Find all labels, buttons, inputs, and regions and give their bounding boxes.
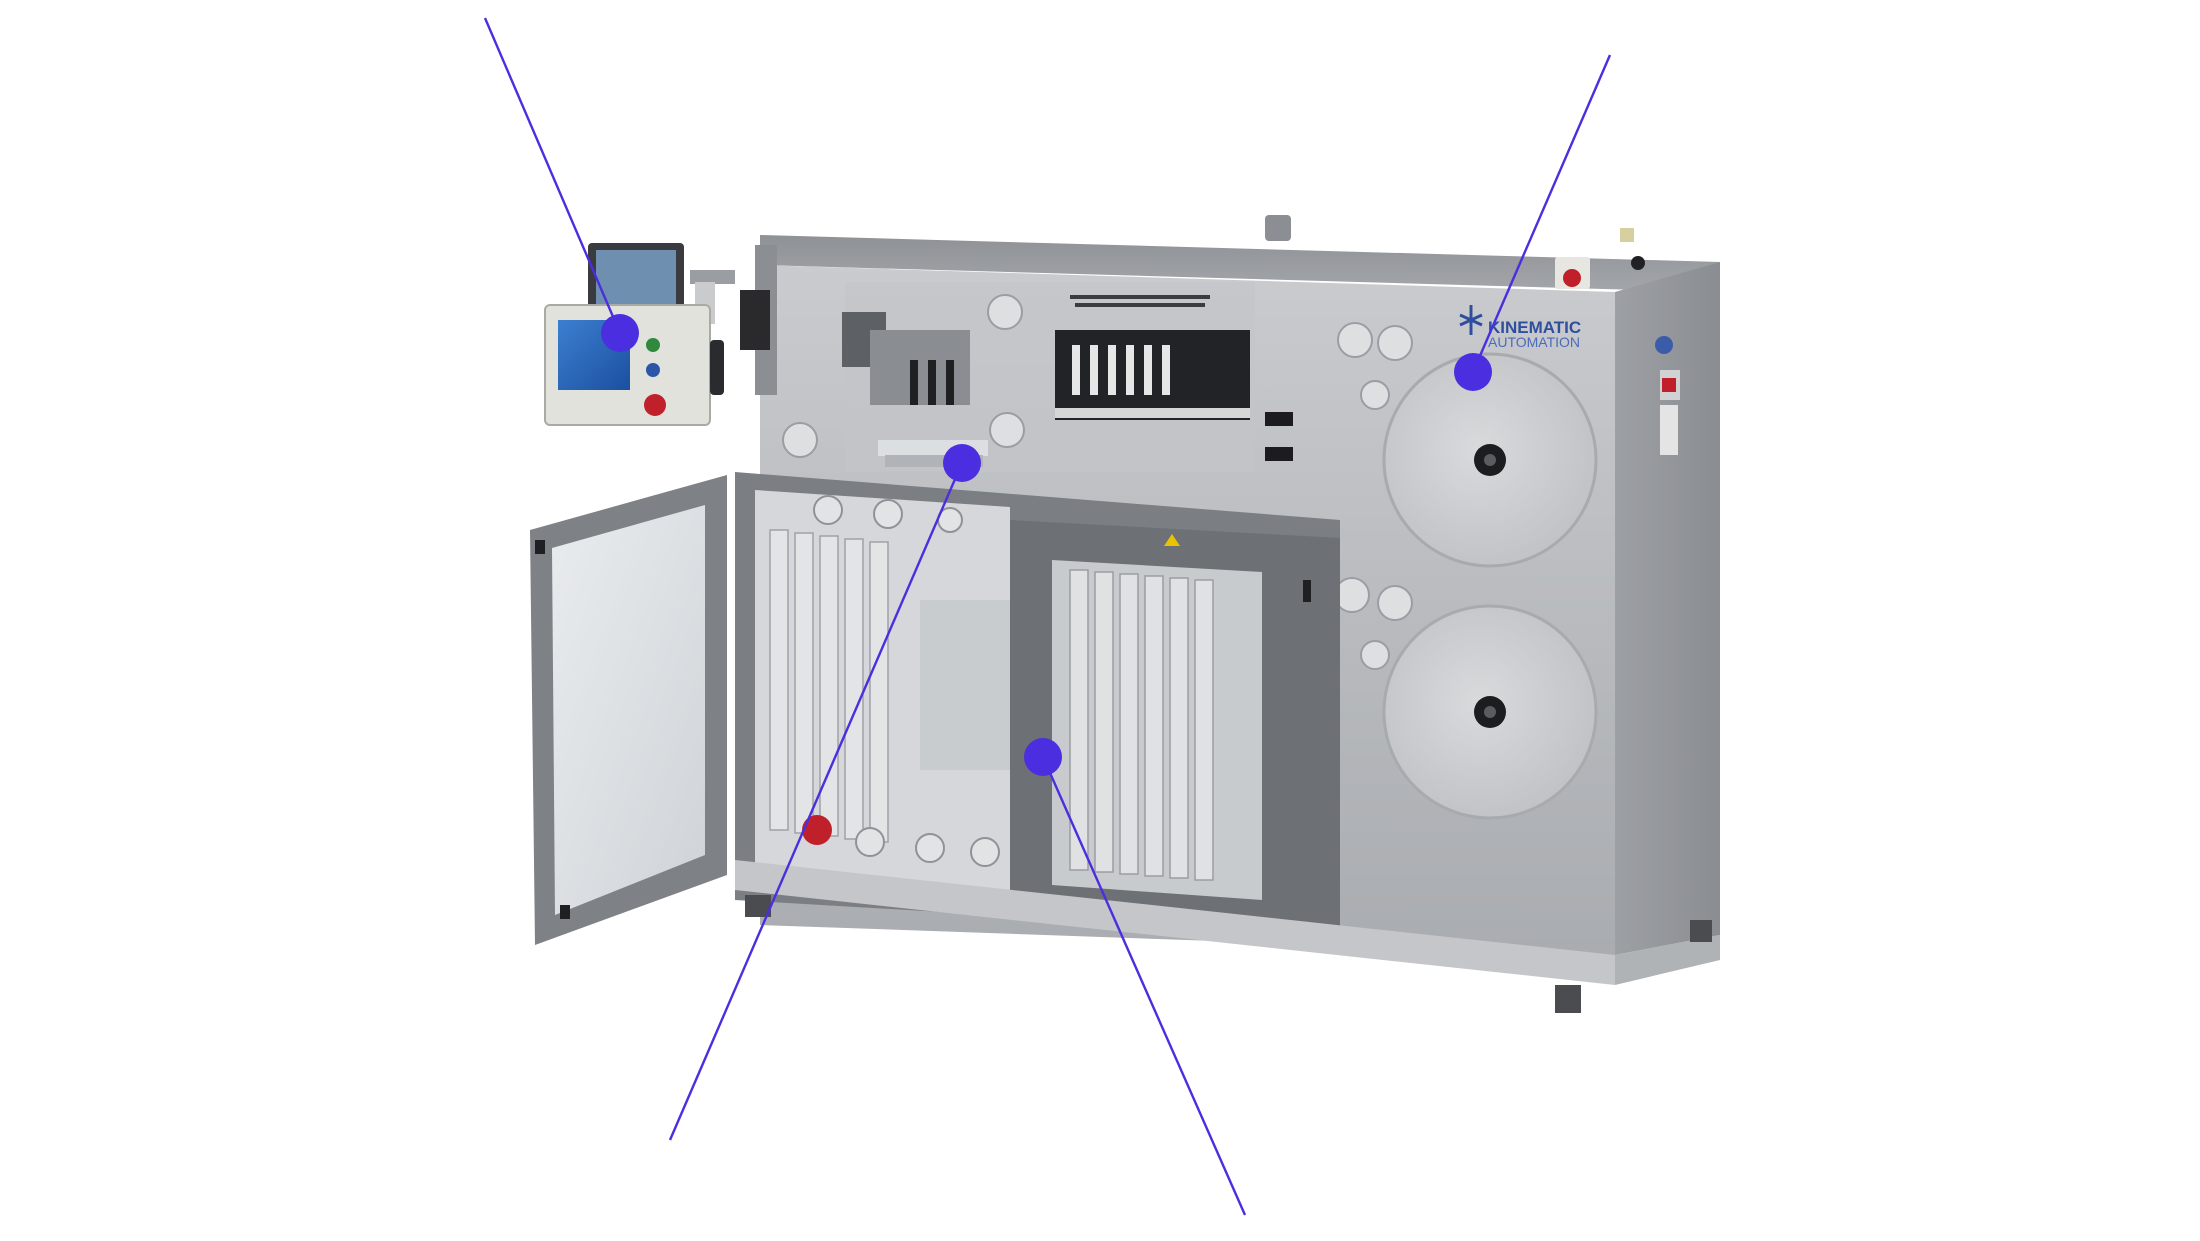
left-door-open xyxy=(530,475,727,945)
festoon-slats-right xyxy=(1069,569,1214,881)
cabinet-rollers-bottom xyxy=(855,827,1000,867)
machine-top xyxy=(760,215,1720,292)
callout-hotspots xyxy=(601,314,1492,776)
hmi-pendant xyxy=(544,243,735,426)
callout-line-accumulator xyxy=(1041,756,1247,1216)
machine-side-panel xyxy=(1615,262,1720,955)
festoon-slats-left xyxy=(769,529,889,843)
reel-lower xyxy=(1382,604,1598,820)
base-frame xyxy=(735,860,1720,1013)
callout-line-cutting xyxy=(668,462,964,1141)
hotspot-accumulator-festoon[interactable] xyxy=(1024,738,1062,776)
accumulator-door-inner xyxy=(1010,520,1340,935)
hotspot-cutting-station[interactable] xyxy=(943,444,981,482)
brand-mark-icon xyxy=(1459,305,1483,335)
brand-name-line2: AUTOMATION xyxy=(1488,334,1580,350)
idler-rollers xyxy=(782,294,1413,670)
estop-button-icon xyxy=(644,394,666,416)
callout-line-hmi xyxy=(483,17,622,334)
reel-upper xyxy=(1382,352,1598,568)
callout-line-reels xyxy=(1471,54,1612,373)
warning-triangle-icon xyxy=(1164,534,1180,546)
brand-name-line1: KINEMATIC xyxy=(1488,318,1581,337)
top-estop-box xyxy=(1555,256,1645,289)
hotspot-unwind-rewind-reels[interactable] xyxy=(1454,353,1492,391)
cabinet-rollers-top xyxy=(813,495,963,533)
brand-logo: KINEMATIC AUTOMATION xyxy=(1459,305,1581,350)
hotspot-hmi-control-panel[interactable] xyxy=(601,314,639,352)
cutter-posts xyxy=(910,360,954,405)
red-roller xyxy=(802,815,832,845)
knife-holders xyxy=(1072,345,1170,395)
callout-lines xyxy=(483,17,1612,1216)
